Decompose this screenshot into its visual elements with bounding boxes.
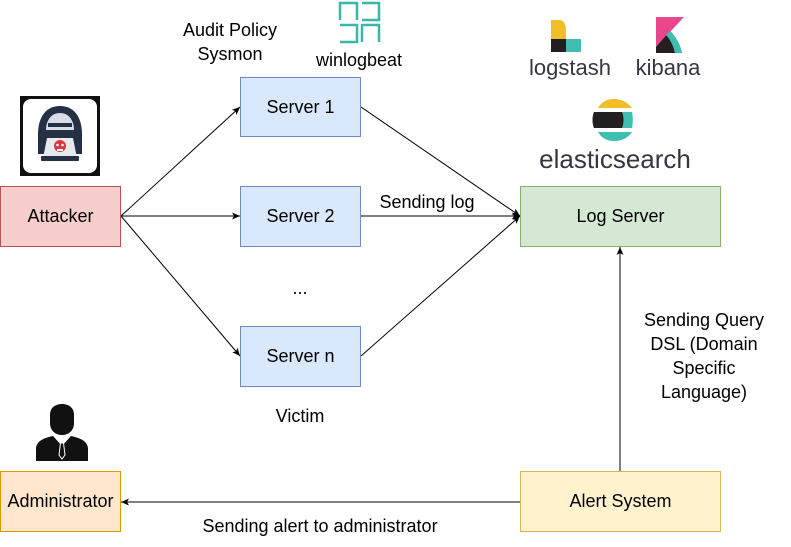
server1-node: Server 1 [240,77,361,137]
sysmon-label: Sysmon [197,44,263,64]
edge-attacker-servern [120,215,241,357]
kibana-icon [656,17,684,53]
administrator-label: Administrator [7,491,114,511]
logstash-label: logstash [529,55,611,80]
server2-label: Server 2 [266,206,335,226]
servern-label: Server n [266,346,335,366]
sending-log-label: Sending log [379,192,475,212]
sending-query-line-1: Sending Query [643,310,765,330]
winlogbeat-label: winlogbeat [315,50,403,70]
sending-query-line-4: Language) [660,382,748,402]
servern-node: Server n [240,326,361,387]
administrator-node: Administrator [0,471,121,532]
alert-system-node: Alert System [520,471,721,532]
sending-query-line-3: Specific [672,358,736,378]
log-server-label: Log Server [576,206,665,226]
log-server-node: Log Server [520,186,721,247]
attacker-node: Attacker [0,186,121,247]
edge-servern-logserver [360,215,521,357]
administrator-icon [36,404,88,461]
kibana-label: kibana [635,55,701,80]
elasticsearch-icon [592,99,633,141]
sending-query-line-2: DSL (Domain [650,334,758,354]
server2-node: Server 2 [240,186,361,247]
audit-policy-label: Audit Policy [182,20,278,40]
alert-system-label: Alert System [569,491,672,511]
edge-attacker-server1 [120,106,241,217]
sending-alert-label: Sending alert to administrator [202,516,438,536]
winlogbeat-icon [338,1,381,44]
attacker-label: Attacker [27,206,94,226]
server1-label: Server 1 [266,96,335,117]
logstash-icon [551,20,581,52]
edge-server1-logserver [360,106,521,217]
victim-label: Victim [275,406,325,426]
ellipsis-label: ... [292,278,308,298]
elasticsearch-label: elasticsearch [539,144,691,174]
hacker-icon [20,96,100,176]
